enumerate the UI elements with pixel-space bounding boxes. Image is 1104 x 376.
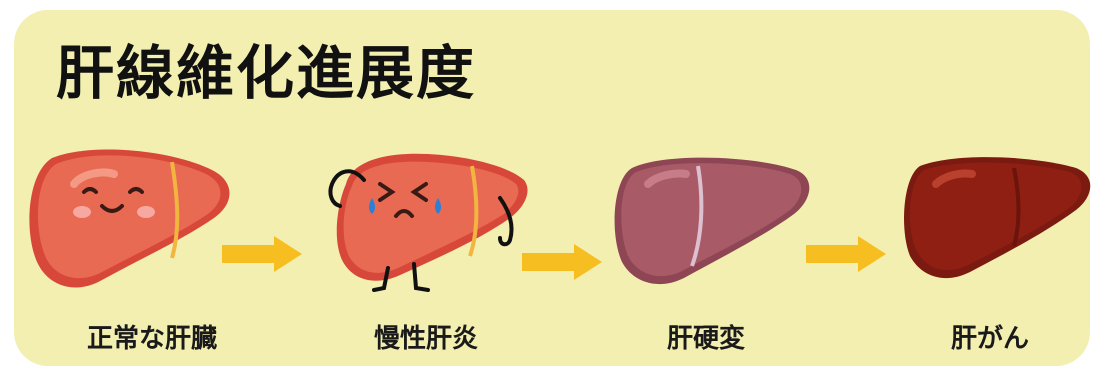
arrow-icon (522, 244, 602, 280)
arrow-icon (222, 236, 302, 272)
cirrhosis-liver-illustration (614, 157, 810, 285)
arrow-icon (806, 236, 886, 272)
stage-label-cirrhosis: 肝硬変 (666, 324, 745, 354)
stage-label-chronic-hepatitis: 慢性肝炎 (373, 324, 478, 354)
stage-label-liver-cancer: 肝がん (950, 324, 1029, 354)
diagram-title: 肝線維化進展度 (56, 39, 477, 107)
stage-label-normal-liver: 正常な肝臓 (86, 324, 217, 354)
hepatitis-liver-illustration (328, 153, 528, 292)
normal-liver-illustration (29, 149, 230, 288)
cancer-liver-illustration (904, 157, 1091, 279)
